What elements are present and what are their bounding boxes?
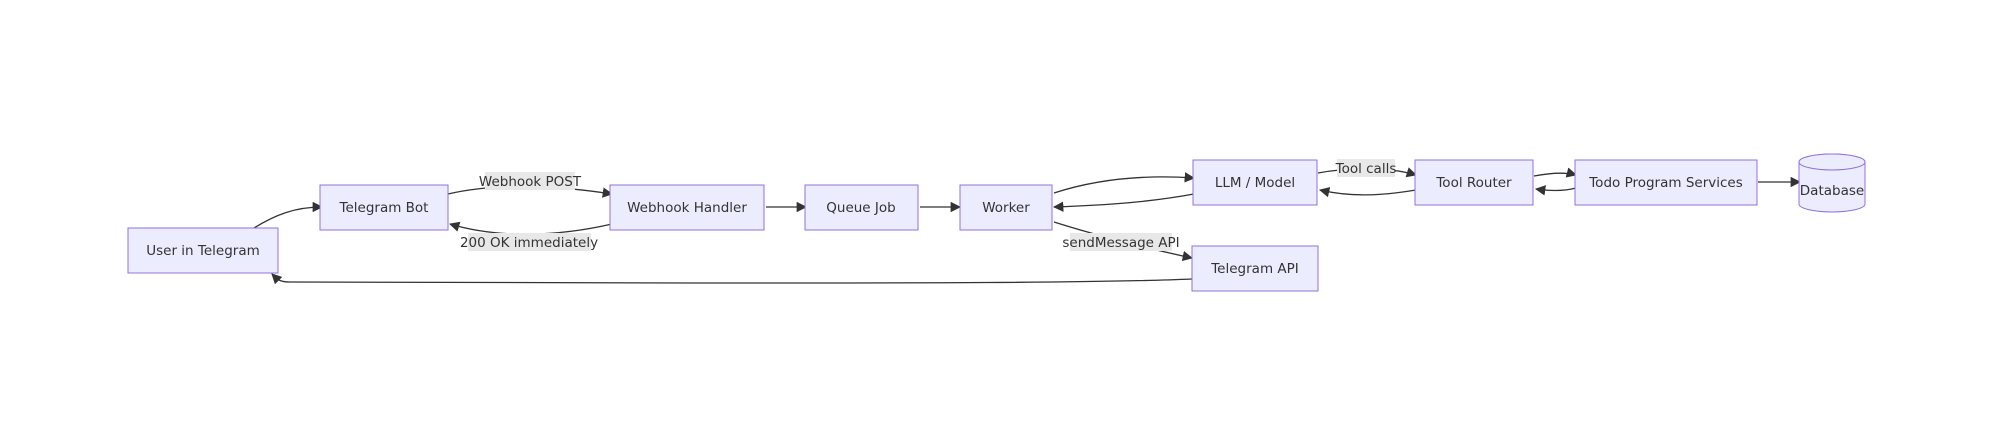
edge-handler-to-bot bbox=[449, 221, 613, 235]
node-webhook-handler[interactable]: Webhook Handler bbox=[609, 184, 765, 231]
node-database-label: Database bbox=[1800, 183, 1864, 199]
node-worker-label: Worker bbox=[982, 200, 1030, 216]
node-telegram-api[interactable]: Telegram API bbox=[1191, 245, 1319, 292]
node-database[interactable]: Database bbox=[1798, 153, 1866, 213]
node-queue-job-label: Queue Job bbox=[826, 200, 895, 216]
edge-worker-to-llm bbox=[1053, 172, 1196, 194]
edge-label-webhook-post-text: Webhook POST bbox=[479, 174, 582, 190]
edge-user-to-bot bbox=[253, 201, 324, 229]
node-tool-router-label: Tool Router bbox=[1435, 175, 1512, 191]
node-telegram-api-label: Telegram API bbox=[1210, 261, 1299, 277]
node-queue-job[interactable]: Queue Job bbox=[804, 184, 919, 231]
edge-llm-to-worker bbox=[1052, 193, 1195, 212]
node-bot-label: Telegram Bot bbox=[339, 200, 429, 216]
edge-label-webhook-post: Webhook POST bbox=[479, 172, 582, 190]
node-tool-router[interactable]: Tool Router bbox=[1414, 159, 1534, 206]
node-telegram-bot[interactable]: Telegram Bot bbox=[319, 184, 449, 231]
node-todo-services-label: Todo Program Services bbox=[1588, 175, 1743, 191]
edge-labels: Webhook POST 200 OK immediately Tool cal… bbox=[460, 159, 1396, 251]
edge-label-200-ok: 200 OK immediately bbox=[460, 233, 598, 251]
node-user-label: User in Telegram bbox=[146, 243, 260, 259]
edge-router-to-todo bbox=[1533, 167, 1578, 178]
database-cylinder-top bbox=[1798, 153, 1866, 171]
edge-telegram-api-to-user bbox=[271, 273, 1193, 285]
edge-router-to-llm bbox=[1318, 187, 1417, 198]
node-worker[interactable]: Worker bbox=[959, 184, 1053, 231]
node-webhook-handler-label: Webhook Handler bbox=[627, 200, 747, 216]
node-llm-model[interactable]: LLM / Model bbox=[1192, 159, 1318, 206]
edge-label-tool-calls: Tool calls bbox=[1335, 159, 1397, 177]
nodes: User in Telegram Telegram Bot Webhook Ha… bbox=[127, 153, 1866, 292]
edge-label-send-message-text: sendMessage API bbox=[1062, 235, 1179, 251]
node-todo-program-services[interactable]: Todo Program Services bbox=[1574, 159, 1758, 206]
node-llm-label: LLM / Model bbox=[1215, 175, 1295, 191]
edge-label-200-ok-text: 200 OK immediately bbox=[460, 235, 598, 251]
edge-label-tool-calls-text: Tool calls bbox=[1335, 161, 1397, 177]
node-user-in-telegram[interactable]: User in Telegram bbox=[127, 227, 279, 274]
edge-label-send-message: sendMessage API bbox=[1062, 233, 1180, 251]
edge-todo-to-router bbox=[1534, 185, 1577, 196]
